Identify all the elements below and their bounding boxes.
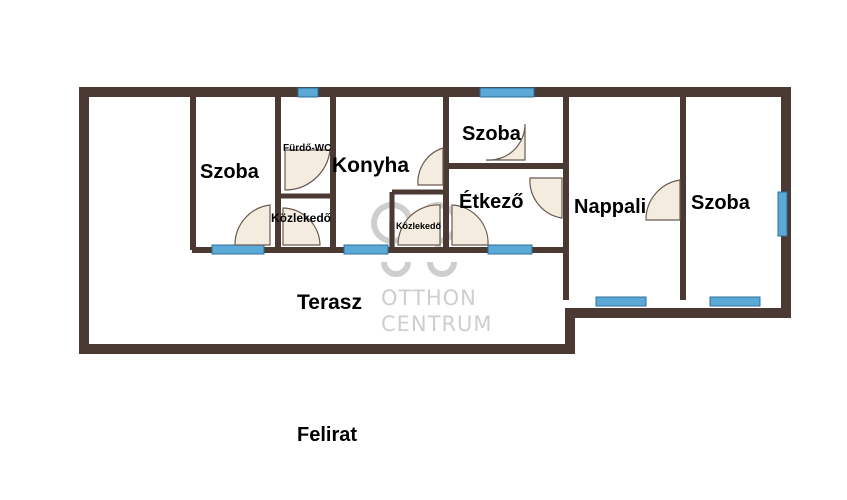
window: [297, 87, 319, 98]
door: [451, 204, 489, 246]
door: [529, 177, 563, 219]
room-label-szoba-3: Szoba: [691, 192, 751, 214]
room-label-szoba-2: Szoba: [462, 123, 522, 145]
door: [645, 179, 681, 221]
door: [417, 147, 444, 186]
window: [777, 191, 788, 237]
window: [479, 87, 535, 98]
door: [284, 149, 331, 191]
room-label-etkezo: Étkező: [459, 190, 523, 213]
room-label-kozlekedo: Közlekedő: [271, 211, 331, 225]
room-label-konyha: Konyha: [332, 154, 409, 177]
door: [282, 207, 321, 246]
caption: Felirat: [297, 424, 358, 446]
room-label-szoba: Szoba: [200, 161, 260, 183]
window: [487, 244, 533, 255]
room-label-kozlekedo-2: Közlekedő: [396, 221, 442, 231]
windows: [211, 87, 788, 307]
window: [343, 244, 389, 255]
watermark-line-1: OTTHON: [381, 286, 477, 310]
room-label-nappali: Nappali: [574, 196, 646, 218]
window: [595, 296, 647, 307]
room-label-terasz: Terasz: [297, 291, 362, 314]
window: [709, 296, 761, 307]
room-label-furdo-wc: Fürdő-WC: [283, 143, 331, 154]
otthon-centrum-logo: OTTHON CENTRUM: [371, 202, 493, 336]
window: [211, 244, 265, 255]
door: [397, 204, 441, 246]
doors: [234, 123, 681, 246]
door: [234, 204, 271, 246]
watermark-line-2: CENTRUM: [381, 312, 493, 336]
door: [485, 123, 526, 161]
